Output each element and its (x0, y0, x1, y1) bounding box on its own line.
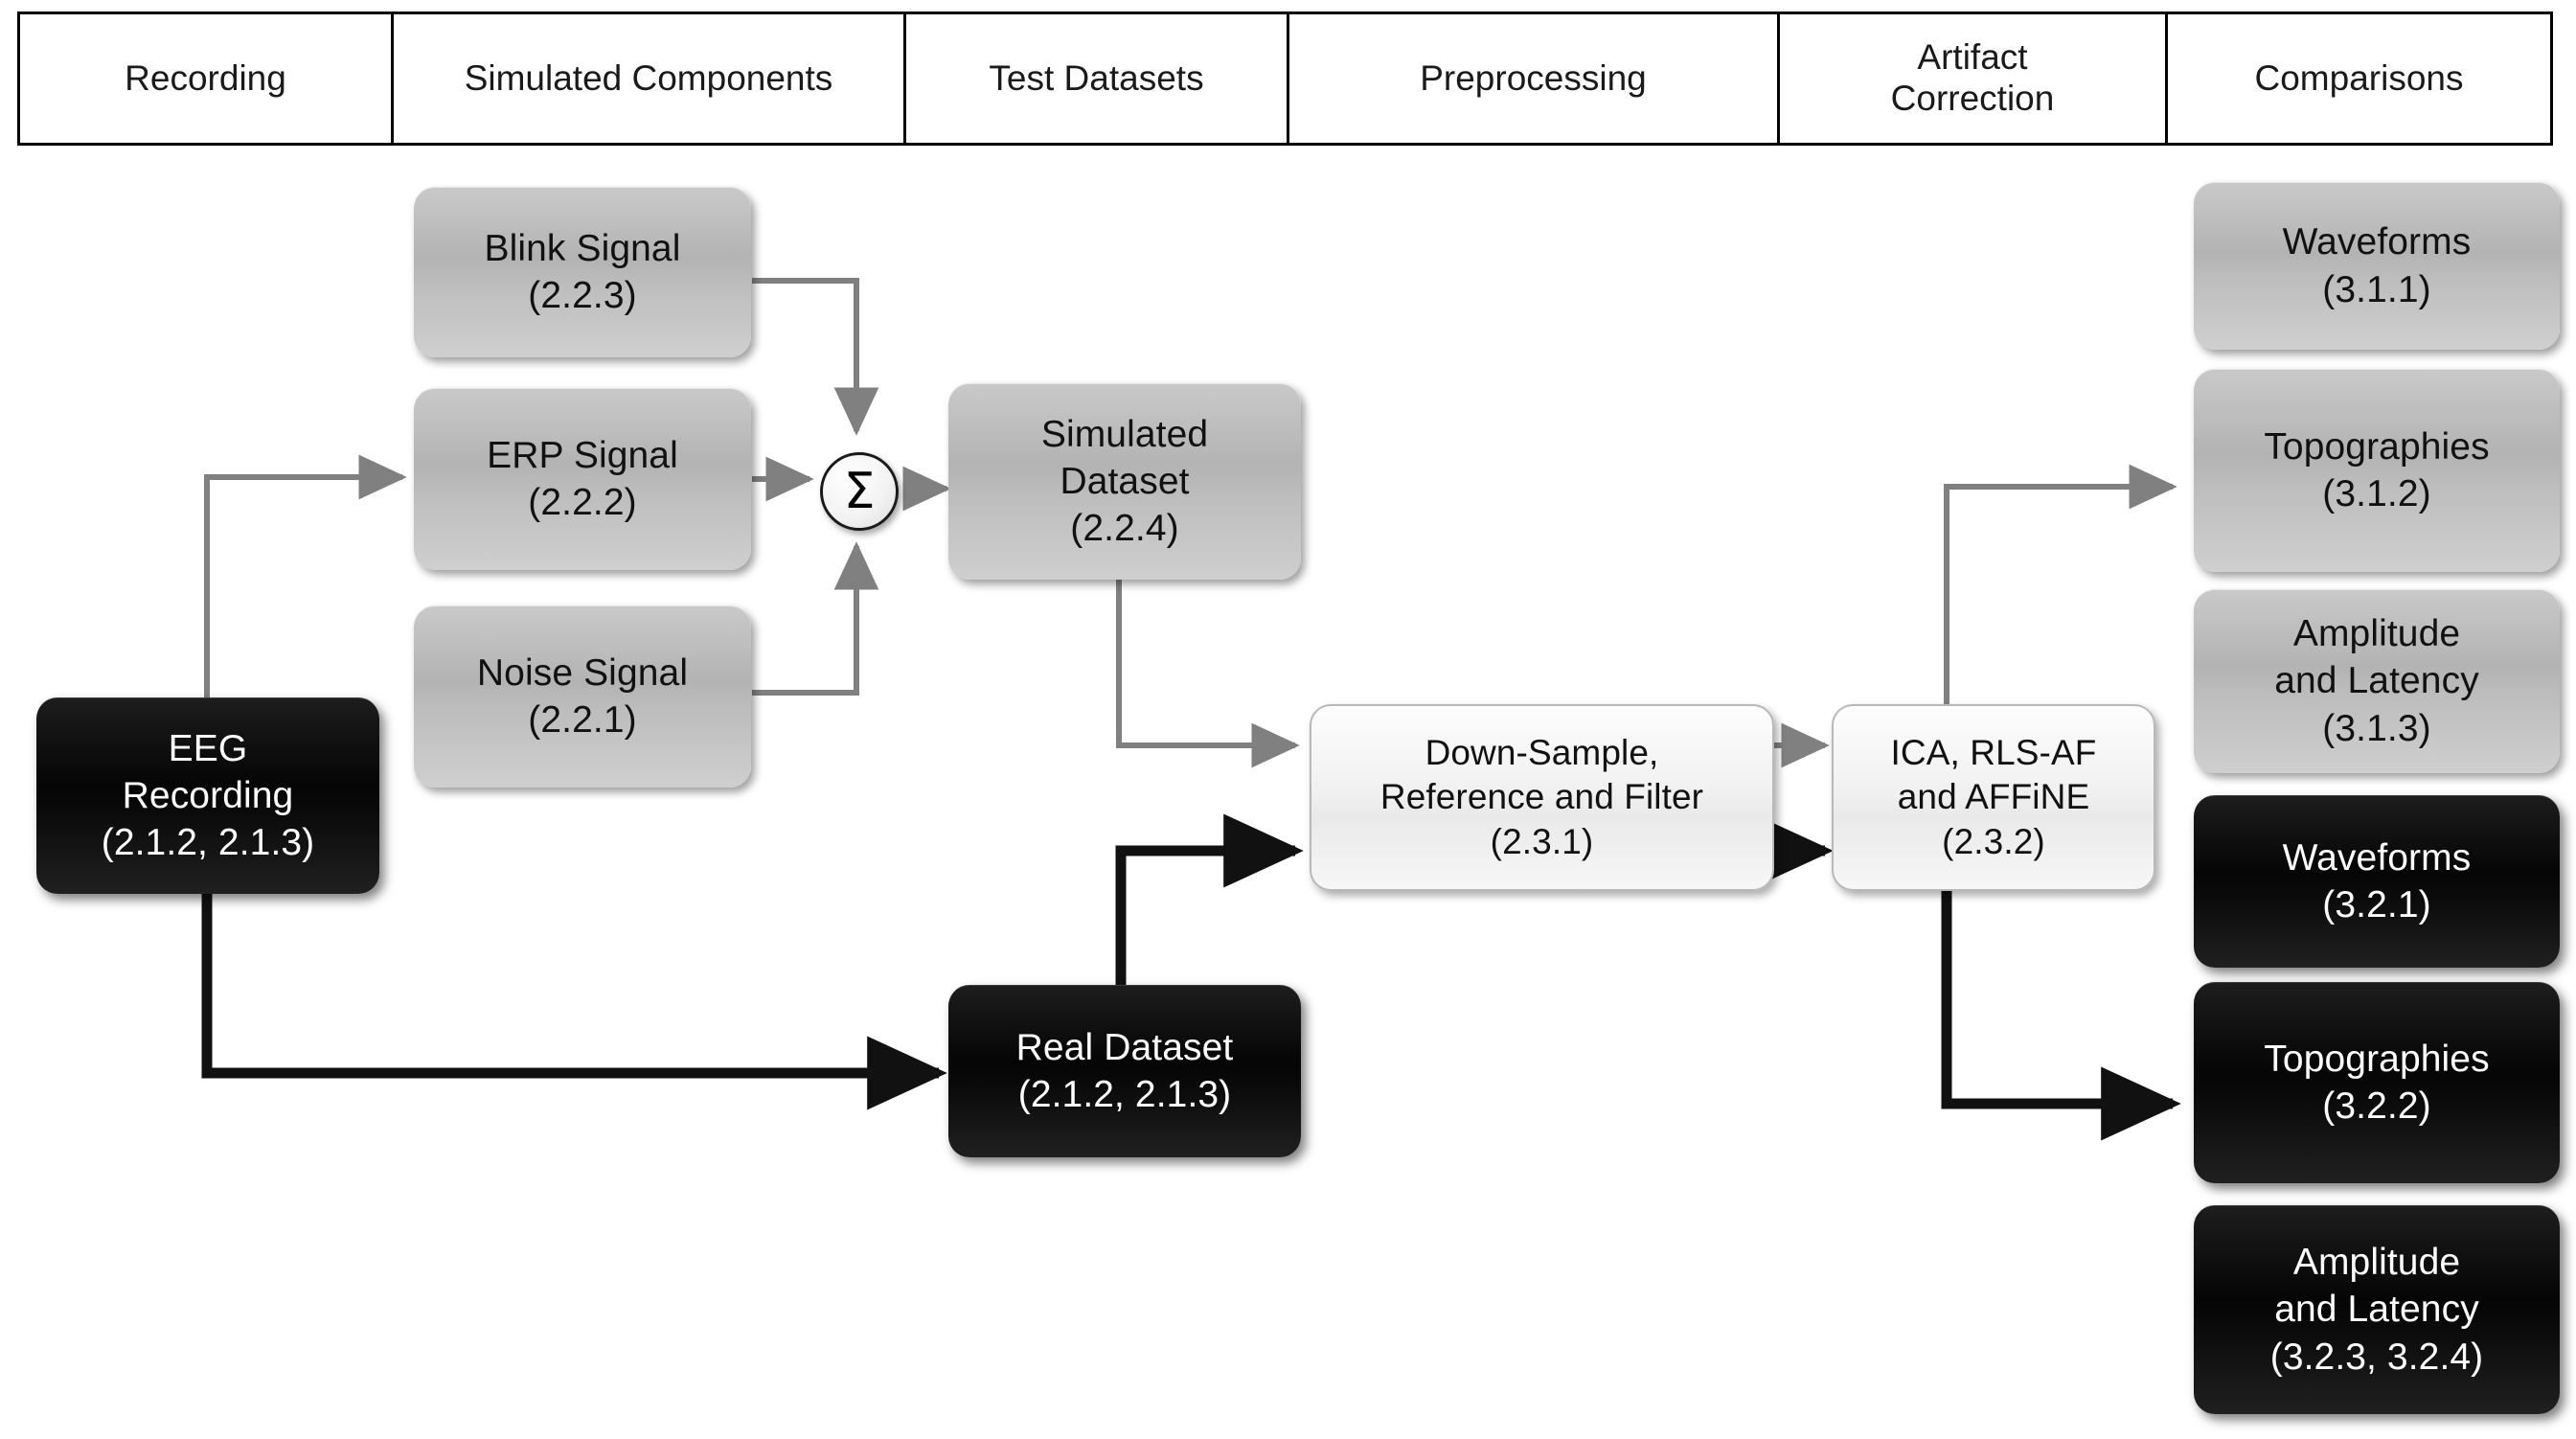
preprocessing-line1: Down-Sample, (1425, 732, 1659, 772)
simulated-dataset-line1: Simulated (1040, 413, 1209, 455)
node-noise-signal-text: Noise Signal (2.2.1) (467, 650, 697, 743)
topographies-sim-line2: (3.1.2) (2322, 473, 2431, 514)
header-cell-artifact-correction: Artifact Correction (1780, 14, 2168, 143)
node-noise-signal[interactable]: Noise Signal (2.2.1) (414, 605, 751, 788)
node-amplitude-latency-simulated-text: Amplitude and Latency (3.1.3) (2265, 610, 2489, 751)
edge-noise-to-sum (752, 541, 879, 696)
noise-signal-line1: Noise Signal (476, 651, 689, 694)
artifact-correction-line3: (2.3.2) (1942, 821, 2045, 861)
amplatency-sim-line3: (3.1.3) (2322, 707, 2431, 749)
blink-signal-line1: Blink Signal (484, 227, 681, 269)
sigma-icon: Σ (843, 463, 876, 520)
node-simulated-dataset-text: Simulated Dataset (2.2.4) (1032, 411, 1218, 552)
amplatency-real-line1: Amplitude (2292, 1242, 2461, 1284)
node-topographies-real-text: Topographies (3.2.2) (2254, 1036, 2498, 1130)
header-label-simulated-components: Simulated Components (464, 57, 833, 98)
amplatency-real-line3: (3.2.3, 3.2.4) (2269, 1336, 2484, 1378)
real-dataset-line1: Real Dataset (1015, 1026, 1234, 1068)
preprocessing-line3: (2.3.1) (1490, 821, 1594, 861)
node-eeg-recording-text: EEG Recording (2.1.2, 2.1.3) (92, 725, 325, 866)
header-cell-comparisons: Comparisons (2168, 14, 2550, 143)
eeg-recording-line1: EEG (168, 727, 248, 769)
amplatency-real-line2: and Latency (2274, 1289, 2479, 1331)
node-preprocessing[interactable]: Down-Sample, Reference and Filter (2.3.1… (1310, 704, 1774, 891)
node-waveforms-real[interactable]: Waveforms (3.2.1) (2194, 795, 2560, 968)
node-real-dataset-text: Real Dataset (2.1.2, 2.1.3) (1007, 1024, 1243, 1118)
edge-blink-to-sum (752, 278, 879, 436)
node-real-dataset[interactable]: Real Dataset (2.1.2, 2.1.3) (948, 985, 1301, 1157)
artifact-correction-line2: and AFFiNE (1897, 777, 2090, 817)
node-eeg-recording[interactable]: EEG Recording (2.1.2, 2.1.3) (36, 697, 379, 894)
node-amplitude-latency-real[interactable]: Amplitude and Latency (3.2.3, 3.2.4) (2194, 1205, 2560, 1414)
waveforms-real-line1: Waveforms (2282, 836, 2472, 879)
waveforms-sim-line2: (3.1.1) (2322, 268, 2431, 310)
noise-signal-line2: (2.2.1) (528, 699, 637, 741)
waveforms-real-line2: (3.2.1) (2322, 884, 2431, 925)
header-cell-preprocessing: Preprocessing (1289, 14, 1780, 143)
node-waveforms-simulated-text: Waveforms (3.1.1) (2273, 218, 2481, 312)
edge-eeg-to-real-dataset (201, 891, 947, 1110)
erp-signal-line1: ERP Signal (487, 434, 678, 476)
node-topographies-real[interactable]: Topographies (3.2.2) (2194, 982, 2560, 1183)
node-waveforms-real-text: Waveforms (3.2.1) (2273, 834, 2481, 928)
edge-eeg-to-erp (204, 454, 407, 757)
header-cell-simulated-components: Simulated Components (394, 14, 906, 143)
edge-artifact-to-topographies-sim (1944, 464, 2177, 711)
edge-real-dataset-to-preprocessing (1115, 813, 1304, 990)
artifact-correction-line1: ICA, RLS-AF (1890, 732, 2097, 772)
topographies-sim-line1: Topographies (2264, 425, 2490, 468)
topographies-real-line2: (3.2.2) (2322, 1085, 2431, 1127)
erp-signal-line2: (2.2.2) (528, 482, 637, 523)
topographies-real-line1: Topographies (2264, 1038, 2490, 1080)
node-blink-signal-text: Blink Signal (2.2.3) (475, 225, 691, 319)
node-amplitude-latency-simulated[interactable]: Amplitude and Latency (3.1.3) (2194, 589, 2560, 773)
header-label-preprocessing: Preprocessing (1420, 57, 1647, 98)
edge-artifact-to-topographies-real (1941, 889, 2181, 1141)
blink-signal-line2: (2.2.3) (528, 275, 637, 316)
summation-node[interactable]: Σ (820, 452, 899, 531)
waveforms-sim-line1: Waveforms (2282, 221, 2472, 263)
header-cell-recording: Recording (20, 14, 394, 143)
real-dataset-line2: (2.1.2, 2.1.3) (1017, 1074, 1232, 1115)
eeg-recording-line3: (2.1.2, 2.1.3) (101, 822, 315, 864)
header-cell-test-datasets: Test Datasets (906, 14, 1289, 143)
node-blink-signal[interactable]: Blink Signal (2.2.3) (414, 187, 751, 357)
header-label-test-datasets: Test Datasets (989, 57, 1204, 98)
black-connectors (201, 813, 2181, 1141)
node-amplitude-latency-real-text: Amplitude and Latency (3.2.3, 3.2.4) (2261, 1239, 2494, 1380)
eeg-recording-line2: Recording (122, 774, 294, 816)
header-label-comparisons: Comparisons (2254, 57, 2464, 98)
edge-simulated-dataset-to-preprocessing (1116, 579, 1300, 768)
node-preprocessing-text: Down-Sample, Reference and Filter (2.3.1… (1371, 731, 1713, 865)
node-waveforms-simulated[interactable]: Waveforms (3.1.1) (2194, 182, 2560, 350)
node-erp-signal[interactable]: ERP Signal (2.2.2) (414, 388, 751, 570)
node-topographies-simulated-text: Topographies (3.1.2) (2254, 423, 2498, 517)
node-simulated-dataset[interactable]: Simulated Dataset (2.2.4) (948, 383, 1301, 580)
gray-connectors (204, 278, 2177, 768)
node-artifact-correction[interactable]: ICA, RLS-AF and AFFiNE (2.3.2) (1832, 704, 2155, 891)
preprocessing-line2: Reference and Filter (1379, 777, 1704, 817)
node-topographies-simulated[interactable]: Topographies (3.1.2) (2194, 369, 2560, 572)
header-label-artifact-correction: Artifact Correction (1890, 37, 2055, 118)
simulated-dataset-line2: Dataset (1060, 460, 1190, 502)
column-header-table: Recording Simulated Components Test Data… (17, 11, 2553, 146)
header-label-recording: Recording (125, 57, 286, 98)
amplatency-sim-line1: Amplitude (2292, 613, 2461, 655)
simulated-dataset-line3: (2.2.4) (1070, 508, 1179, 550)
node-artifact-correction-text: ICA, RLS-AF and AFFiNE (2.3.2) (1881, 731, 2107, 865)
amplatency-sim-line2: and Latency (2274, 660, 2479, 702)
node-erp-signal-text: ERP Signal (2.2.2) (477, 432, 688, 526)
